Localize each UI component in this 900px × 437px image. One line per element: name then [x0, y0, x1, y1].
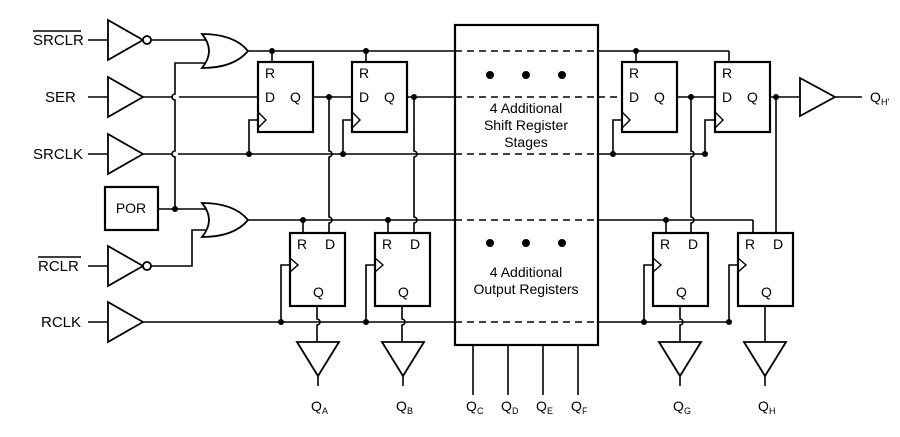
- label-qd: Q: [501, 398, 512, 414]
- pin-d: D: [265, 89, 275, 105]
- shift-register-flipflop: [713, 60, 772, 134]
- label-qc-sub: C: [477, 406, 484, 416]
- output-buffer-b: [380, 341, 426, 378]
- buffer-rclk: [107, 300, 145, 344]
- output-register-a: R D Q: [278, 217, 347, 386]
- shift-stage-1: R D Q: [246, 48, 352, 233]
- output-buffer-g: [657, 341, 703, 378]
- serial-output-buffer: [799, 76, 837, 118]
- output-register-flipflop: [373, 231, 432, 308]
- label-srclr: SRCLR: [33, 32, 84, 49]
- label-ser: SER: [45, 89, 76, 106]
- label-qh-prime: Q: [870, 89, 881, 105]
- pin-r: R: [722, 65, 732, 81]
- pin-r: R: [382, 236, 392, 252]
- bus-lines: [143, 50, 753, 323]
- label-qg-sub: G: [684, 406, 691, 416]
- pin-q: Q: [654, 89, 665, 105]
- pin-q: Q: [747, 89, 758, 105]
- control-wiring: [151, 39, 207, 267]
- label-qf-sub: F: [582, 406, 588, 416]
- label-qe-sub: E: [547, 406, 553, 416]
- shift-register-flipflop: [620, 60, 679, 134]
- pin-q: Q: [384, 89, 395, 105]
- por-label: POR: [116, 200, 146, 216]
- pin-r: R: [359, 65, 369, 81]
- shift-stage-h: R D Q Q H': [702, 51, 889, 233]
- pin-q: Q: [676, 284, 687, 300]
- label-qh-prime-sub: H': [881, 97, 889, 107]
- label-qg: Q: [673, 398, 684, 414]
- label-qe: Q: [536, 398, 547, 414]
- output-registers-line2: Output Registers: [473, 281, 578, 297]
- shift-stages-line2: Shift Register: [484, 117, 568, 133]
- pin-d: D: [688, 236, 698, 252]
- label-qh: Q: [758, 398, 769, 414]
- label-rclr: RCLR: [38, 258, 79, 275]
- pin-d: D: [410, 236, 420, 252]
- shift-stage-2: R D Q: [340, 48, 598, 233]
- buffer-ser: [107, 75, 145, 119]
- pin-q: Q: [290, 89, 301, 105]
- shift-stages-line3: Stages: [504, 134, 548, 150]
- or-gate-shift-clear: [200, 33, 250, 69]
- label-qh-sub: H: [769, 406, 776, 416]
- pin-r: R: [297, 236, 307, 252]
- ellipsis-dots-bottom: [486, 239, 566, 247]
- label-qb-sub: B: [407, 406, 413, 416]
- buffer-srclk: [107, 132, 145, 176]
- pin-r: R: [265, 65, 275, 81]
- pin-r: R: [745, 236, 755, 252]
- input-buffers: [88, 18, 152, 344]
- ellipsis-dots-top: [486, 71, 566, 79]
- output-buffer-a: [295, 341, 341, 378]
- label-qf: Q: [571, 398, 582, 414]
- shift-stages-line1: 4 Additional: [490, 100, 562, 116]
- pin-d: D: [773, 236, 783, 252]
- pin-q: Q: [398, 284, 409, 300]
- output-register-flipflop: [288, 231, 347, 308]
- pin-q: Q: [761, 284, 772, 300]
- pin-q: Q: [313, 284, 324, 300]
- label-qb: Q: [396, 398, 407, 414]
- output-labels: Q A Q B Q C Q D Q E Q F Q G Q H: [311, 398, 776, 416]
- output-registers-line1: 4 Additional: [490, 264, 562, 280]
- por-block: [103, 185, 160, 232]
- input-labels: SRCLR SER SRCLK RCLR RCLK: [33, 30, 84, 331]
- additional-stages-block: [453, 23, 600, 347]
- pin-r: R: [629, 65, 639, 81]
- shift-stage-g: R D Q: [598, 48, 715, 233]
- or-gate-output-clear: [200, 202, 250, 238]
- pin-d: D: [629, 89, 639, 105]
- output-register-b: R D Q: [363, 217, 432, 386]
- pin-r: R: [660, 236, 670, 252]
- pin-d: D: [359, 89, 369, 105]
- output-buffer-h: [742, 341, 788, 378]
- pin-d: D: [722, 89, 732, 105]
- label-qc: Q: [466, 398, 477, 414]
- label-srclk: SRCLK: [33, 146, 83, 163]
- output-register-g: R D Q: [641, 217, 710, 386]
- inverter-srclr: [107, 18, 145, 62]
- label-rclk: RCLK: [41, 314, 81, 331]
- inverter-rclr: [107, 244, 145, 288]
- shift-register-flipflop: [256, 60, 315, 134]
- label-qd-sub: D: [512, 406, 519, 416]
- output-register-h: R D Q: [726, 220, 795, 386]
- middle-output-pins: [472, 345, 579, 395]
- pin-d: D: [325, 236, 335, 252]
- output-register-flipflop: [651, 231, 710, 308]
- label-qa: Q: [311, 398, 322, 414]
- label-qa-sub: A: [322, 406, 328, 416]
